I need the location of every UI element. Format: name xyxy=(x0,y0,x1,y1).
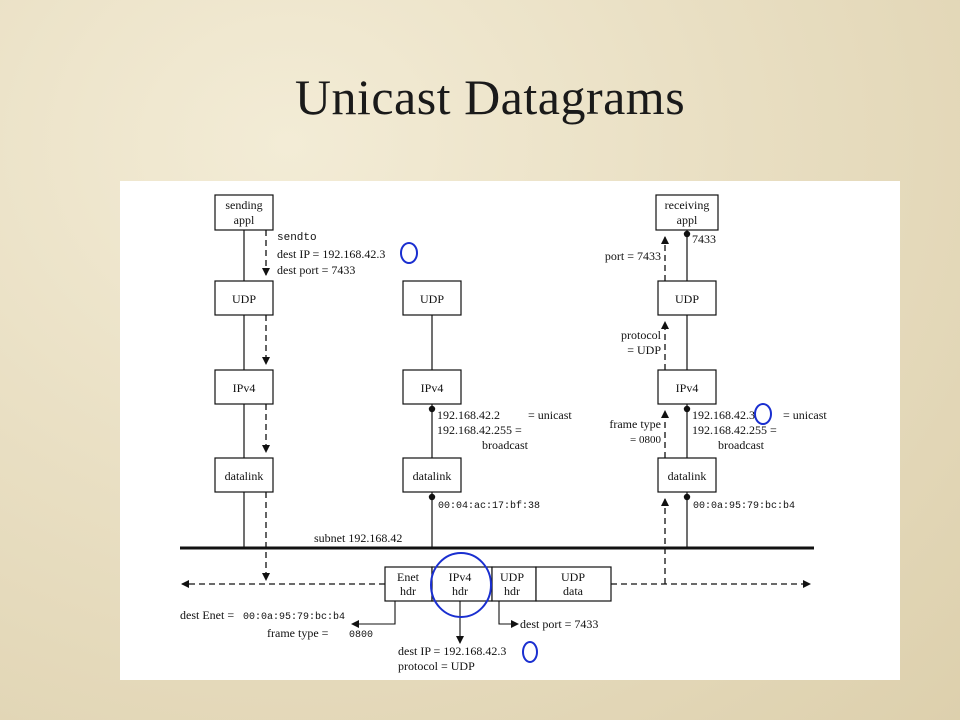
receiver-frame-type-value: = 0800 xyxy=(630,434,661,446)
sending-appl-label-2: appl xyxy=(234,213,255,227)
frame-dest-enet-value: 00:0a:95:79:bc:b4 xyxy=(243,611,345,623)
sending-datalink-label: datalink xyxy=(225,469,264,483)
receiver-port-label: port = 7433 xyxy=(605,249,661,263)
highlight-ipv4-hdr xyxy=(430,552,492,618)
receiving-datalink-box xyxy=(657,457,717,493)
highlight-frame-dest-ip xyxy=(522,641,538,663)
sending-host-stack: sending appl UDP IPv4 datalink sendto de… xyxy=(214,194,385,581)
middle-ipv4-box xyxy=(402,369,462,405)
frame-udp-data xyxy=(535,566,612,602)
receiver-protocol-value: = UDP xyxy=(627,343,661,357)
sending-udp-label: UDP xyxy=(232,292,256,306)
slide-title: Unicast Datagrams xyxy=(294,69,686,125)
frame-udp-data-label-1: UDP xyxy=(561,570,585,584)
frame-udp-hdr-label-2: hdr xyxy=(504,584,520,598)
middle-ipv4-label: IPv4 xyxy=(421,381,444,395)
frame-enet-hdr xyxy=(384,566,433,602)
sending-datalink-box xyxy=(214,457,274,493)
receiver-unicast-label: = unicast xyxy=(783,408,827,422)
middle-broadcast-label: broadcast xyxy=(482,438,529,452)
highlight-sender-dest-ip xyxy=(400,242,418,264)
middle-udp-box xyxy=(402,280,462,316)
receiver-ip-unicast: 192.168.42.3 xyxy=(692,408,755,422)
sending-appl-box xyxy=(214,194,274,231)
receiver-port-num: 7433 xyxy=(692,232,716,246)
frame-type-value: 0800 xyxy=(349,630,373,641)
sending-udp-box xyxy=(214,280,274,316)
frame-ipv4-hdr xyxy=(431,566,493,602)
unicast-diagram: sending appl UDP IPv4 datalink sendto de… xyxy=(120,181,900,680)
middle-ip-broadcast: 192.168.42.255 = xyxy=(437,423,522,437)
frame-enet-label-1: Enet xyxy=(397,570,420,584)
sender-dest-ip: dest IP = 192.168.42.3 xyxy=(277,247,385,261)
middle-udp-label: UDP xyxy=(420,292,444,306)
receiver-ip-broadcast: 192.168.42.255 = xyxy=(692,423,777,437)
frame-type-label: frame type = xyxy=(267,626,329,640)
frame-udp-hdr-label-1: UDP xyxy=(500,570,524,584)
middle-host-stack: UDP IPv4 datalink 192.168.42.2 = unicast… xyxy=(402,280,572,548)
highlight-annotations xyxy=(400,242,772,663)
frame-enet-label-2: hdr xyxy=(400,584,416,598)
receiver-frame-type-label: frame type xyxy=(609,417,661,431)
frame-udp-data-label-2: data xyxy=(563,584,584,598)
receiving-ipv4-label: IPv4 xyxy=(676,381,699,395)
receiving-appl-label-1: receiving xyxy=(665,198,710,212)
receiving-ipv4-box xyxy=(657,369,717,405)
receiver-broadcast-label: broadcast xyxy=(718,438,765,452)
frame-dest-ip: dest IP = 192.168.42.3 xyxy=(398,644,506,658)
subnet-label: subnet 192.168.42 xyxy=(314,531,402,545)
receiving-datalink-label: datalink xyxy=(668,469,707,483)
receiving-appl-label-2: appl xyxy=(677,213,698,227)
frame-on-wire: Enet hdr IPv4 hdr UDP hdr UDP data dest … xyxy=(180,566,811,673)
sender-dest-port: dest port = 7433 xyxy=(277,263,355,277)
middle-ip-unicast: 192.168.42.2 xyxy=(437,408,500,422)
middle-datalink-box xyxy=(402,457,462,493)
receiver-protocol-label: protocol xyxy=(621,328,662,342)
sending-appl-label-1: sending xyxy=(225,198,262,212)
receiving-udp-label: UDP xyxy=(675,292,699,306)
sendto-label: sendto xyxy=(277,232,317,244)
receiving-appl-box xyxy=(655,194,719,231)
middle-mac: 00:04:ac:17:bf:38 xyxy=(438,500,540,512)
frame-ipv4-label-2: hdr xyxy=(452,584,468,598)
sending-ipv4-box xyxy=(214,369,274,405)
middle-unicast-label: = unicast xyxy=(528,408,572,422)
receiving-udp-box xyxy=(657,280,717,316)
frame-dest-enet-label: dest Enet = xyxy=(180,608,234,622)
receiver-mac: 00:0a:95:79:bc:b4 xyxy=(693,500,795,512)
frame-dest-port: dest port = 7433 xyxy=(520,617,598,631)
sending-ipv4-label: IPv4 xyxy=(233,381,256,395)
frame-ipv4-label-1: IPv4 xyxy=(449,570,472,584)
middle-datalink-label: datalink xyxy=(413,469,452,483)
highlight-receiver-ip xyxy=(754,403,772,425)
receiving-host-stack: receiving appl UDP IPv4 datalink 7433 po… xyxy=(605,194,827,584)
frame-protocol: protocol = UDP xyxy=(398,659,475,673)
frame-udp-hdr xyxy=(491,566,537,602)
